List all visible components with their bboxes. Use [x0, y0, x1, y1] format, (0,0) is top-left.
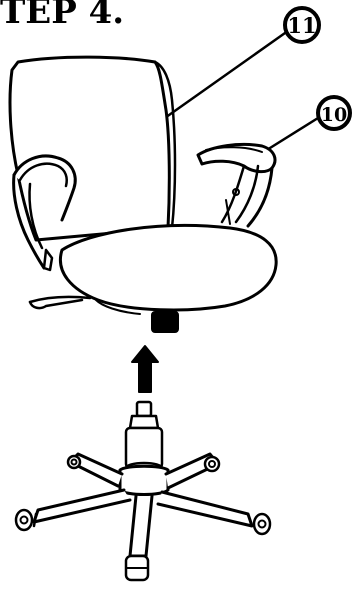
mechanism-spindle — [152, 312, 178, 332]
up-arrow — [132, 346, 158, 392]
chair-backrest — [10, 57, 175, 240]
callout-11: 11 — [162, 8, 319, 120]
callout-number: 11 — [287, 13, 316, 38]
tilt-lever — [30, 297, 90, 308]
callout-number: 10 — [321, 104, 347, 126]
leader-line — [162, 33, 285, 120]
right-armrest — [198, 144, 275, 226]
callout-10: 10 — [262, 97, 350, 153]
chair-seat — [60, 225, 276, 314]
leader-line — [262, 118, 318, 153]
chair-base — [16, 454, 270, 580]
gas-cylinder — [126, 402, 162, 473]
step-title: TEP 4. — [0, 0, 124, 32]
